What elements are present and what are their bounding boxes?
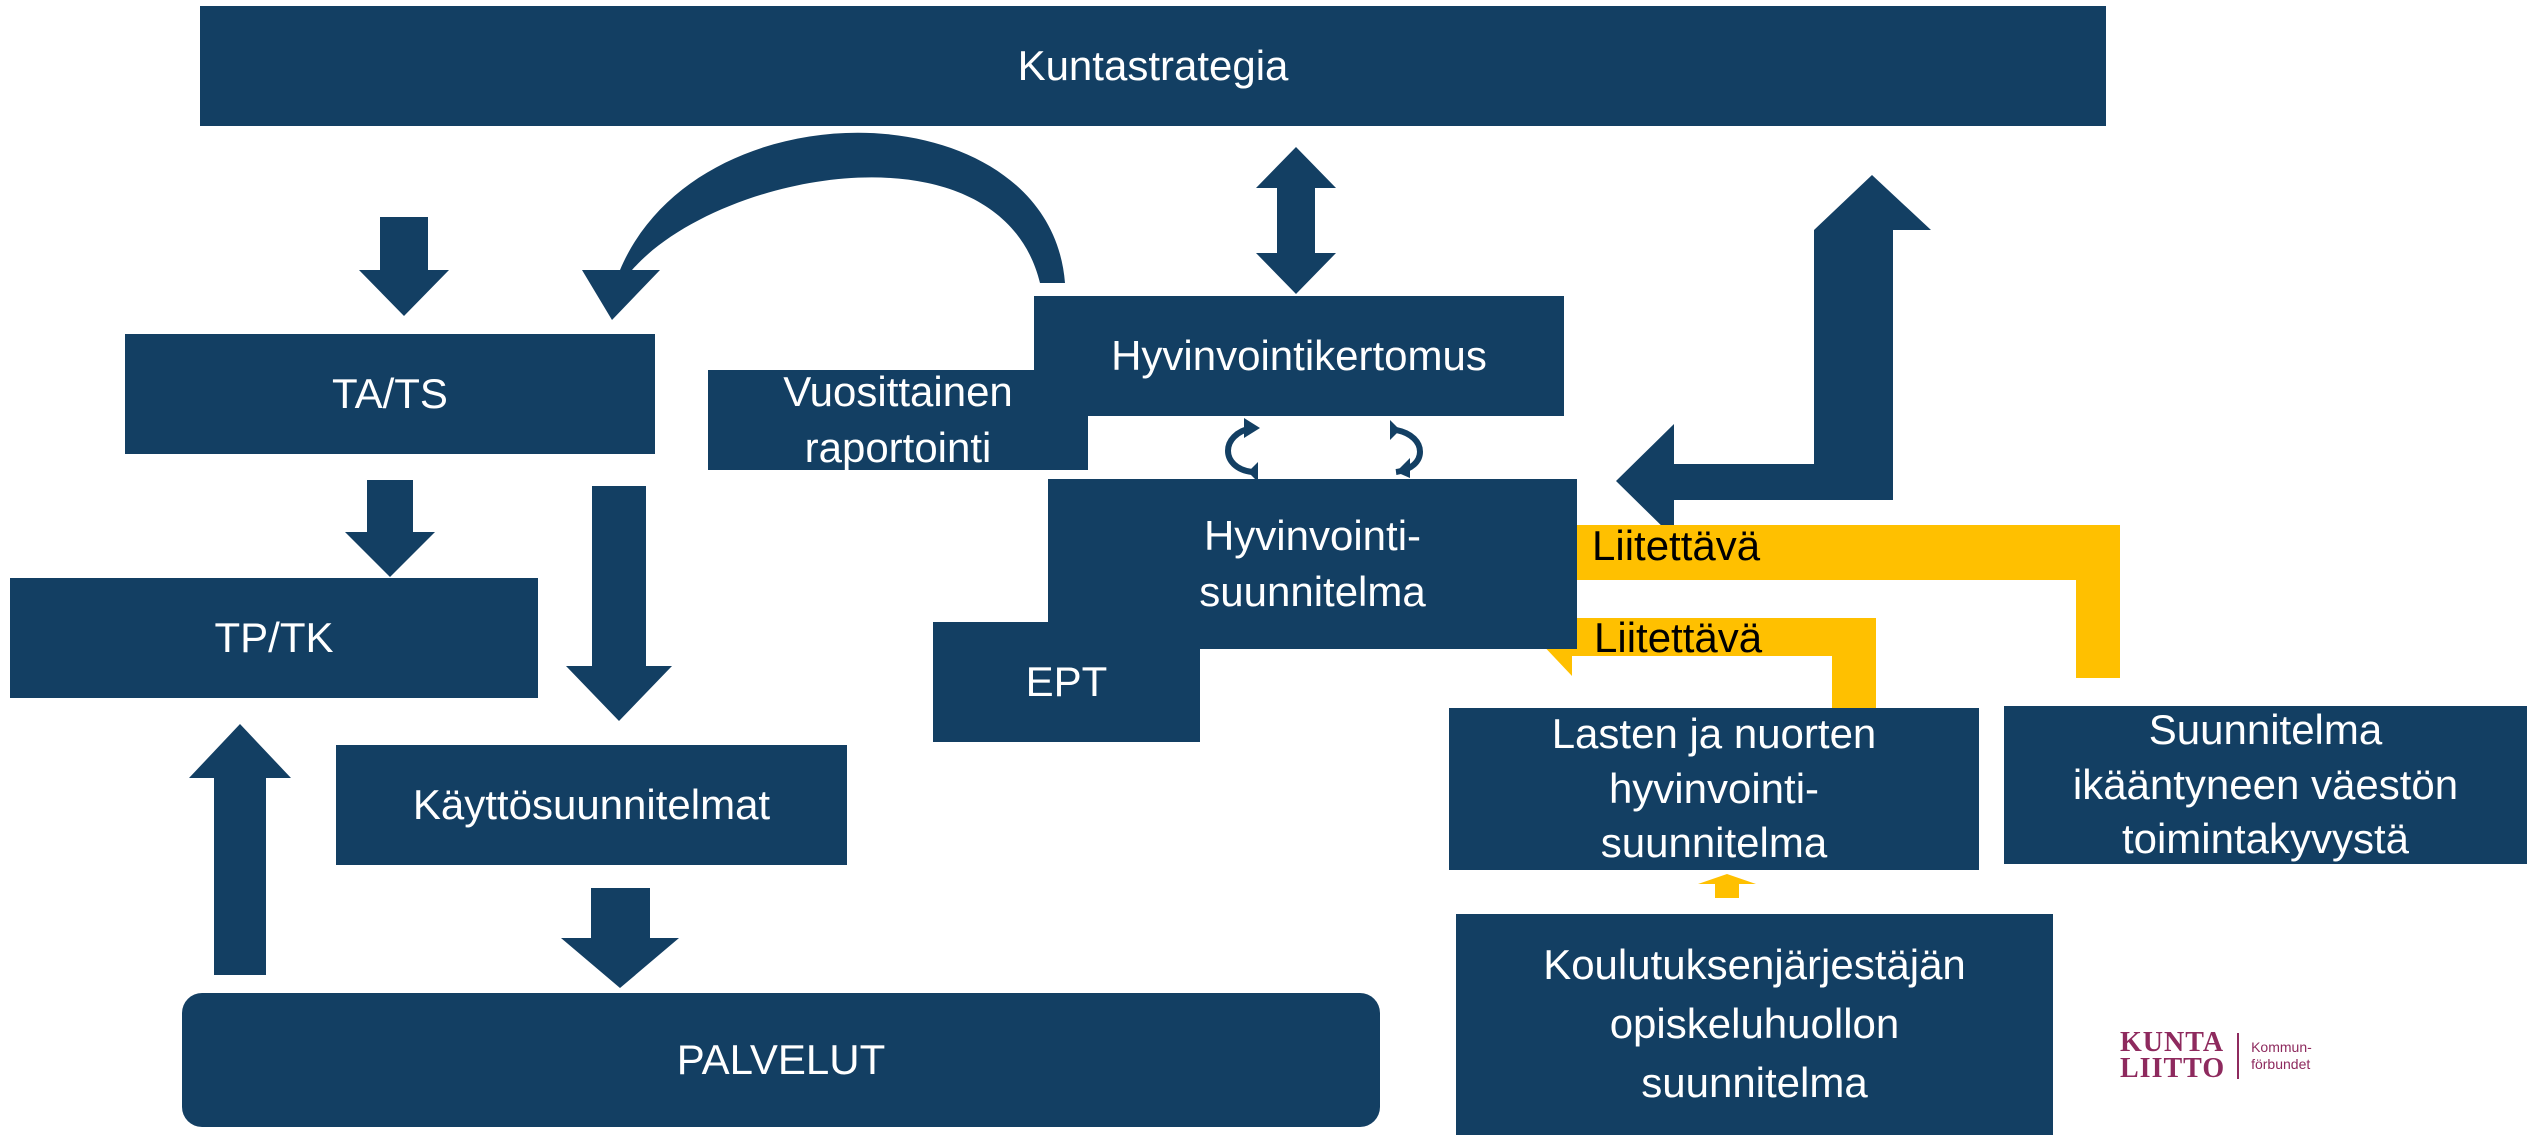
palvelut-label: PALVELUT [676,1036,886,1084]
liitettava-label-lower: Liitettävä [1594,614,1763,661]
hyvinvointisuunnitelma-label: Hyvinvointi- suunnitelma [1199,512,1426,615]
ept-label: EPT [1025,658,1108,706]
arrow-kayttosuunnitelmat-to-palvelut [561,888,679,988]
hyvinvointikertomus-label: Hyvinvointikertomus [1111,332,1487,380]
arrow-palvelut-to-tptk [189,724,291,975]
box-vuosittainen-raportointi: Vuosittainen raportointi [708,368,1088,471]
ta-ts-label: TA/TS [332,370,448,418]
box-lasten-ja-nuorten: Lasten ja nuorten hyvinvointi- suunnitel… [1449,708,1979,870]
arrow-tats-to-kayttosuunnitelmat [566,486,672,721]
yellow-arrow-lower [1538,605,1876,710]
box-kuntastrategia: Kuntastrategia [200,6,2106,126]
arrow-strategy-to-tats [359,217,449,316]
logo-mark: KUNTA LIITTO [2120,1027,2226,1084]
logo-sub-line2: förbundet [2251,1056,2311,1072]
vuosittainen-raportointi-label: Vuosittainen raportointi [783,368,1013,471]
curved-arrow-reporting-to-tats [582,132,1065,320]
logo-sub-line1: Kommun- [2251,1039,2312,1055]
logo-mark-line1: KUNTA [2120,1027,2225,1058]
double-arrow-strategy-kertomus [1256,147,1336,294]
box-kayttosuunnitelmat: Käyttösuunnitelmat [336,745,847,865]
ikaantyneen-label: Suunnitelma ikääntyneen väestön toiminta… [2072,706,2459,863]
cycle-arrow-left-head [1244,418,1260,438]
yellow-arrow-small [1698,874,1756,898]
elbow-arrow-right-loop [1616,175,1931,538]
cycle-arrow-left-tail-head [1248,462,1258,482]
box-hyvinvointikertomus: Hyvinvointikertomus [1034,296,1564,416]
cycle-arrow-right-tail-head [1390,420,1400,440]
lasten-ja-nuorten-label: Lasten ja nuorten hyvinvointi- suunnitel… [1551,710,1877,867]
kuntastrategia-label: Kuntastrategia [1017,42,1289,90]
box-tp-tk: TP/TK [10,578,538,698]
box-koulutuksenjarjestajan: Koulutuksenjärjestäjän opiskeluhuollon s… [1456,914,2053,1135]
kayttosuunnitelmat-label: Käyttösuunnitelmat [412,781,771,829]
box-ta-ts: TA/TS [125,334,655,454]
cycle-arrow-right-head [1396,458,1410,478]
yellow-arrow-upper [1524,505,2120,678]
arrow-tats-to-tptk [345,480,435,577]
liitettava-label-upper: Liitettävä [1592,522,1761,569]
kuntaliitto-logo: KUNTA LIITTO Kommun- förbundet [2120,1027,2312,1084]
box-palvelut: PALVELUT [182,993,1380,1127]
box-ikaantyneen: Suunnitelma ikääntyneen väestön toiminta… [2004,706,2527,864]
logo-subtitle: Kommun- förbundet [2251,1039,2312,1073]
cycle-arrow-left-icon [1225,425,1253,475]
koulutuksenjarjestajan-label: Koulutuksenjärjestäjän opiskeluhuollon s… [1543,941,1966,1106]
tp-tk-label: TP/TK [214,614,334,662]
box-hyvinvointisuunnitelma: Hyvinvointi- suunnitelma [1048,479,1577,649]
logo-mark-line2: LIITTO [2120,1053,2226,1084]
logo-separator [2237,1033,2240,1079]
